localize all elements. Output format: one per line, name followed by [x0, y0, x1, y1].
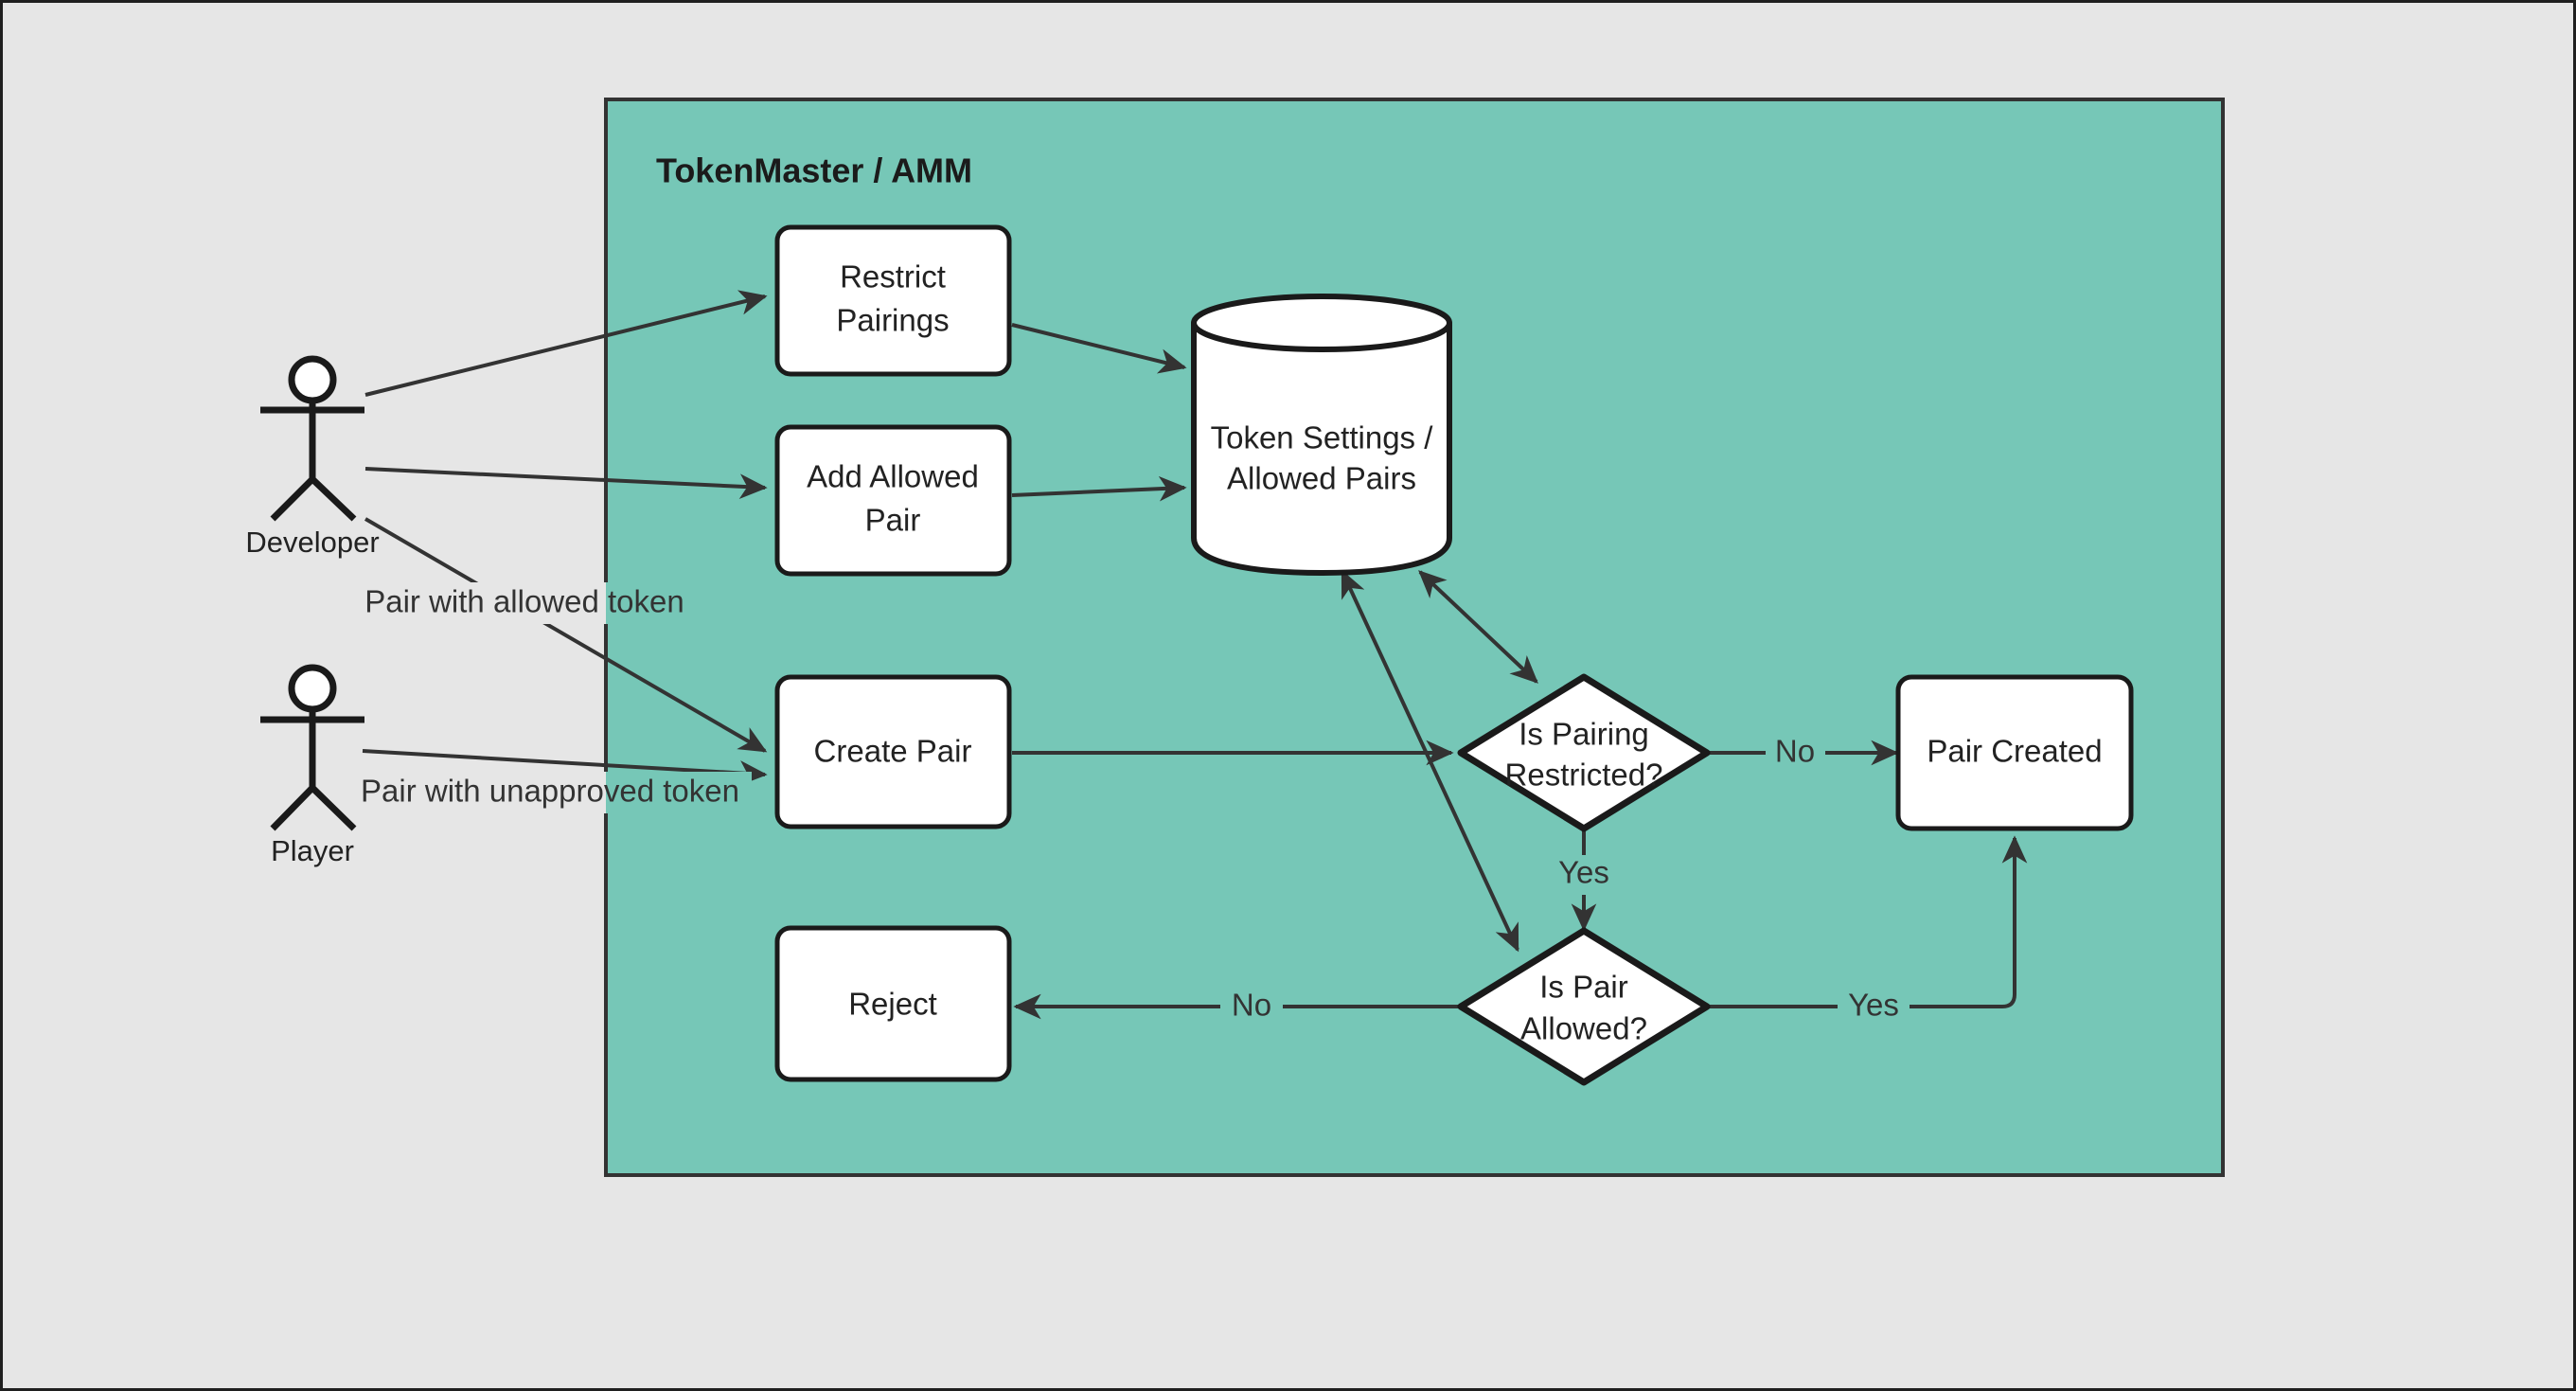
edge-add-allowed-pair-to-db [1011, 475, 1187, 502]
edge-developer-to-create-pair [364, 517, 768, 753]
edge-player-to-create-pair [362, 749, 768, 786]
edge-developer-to-restrict-pairings [364, 290, 768, 397]
add-allowed-pair-box [774, 424, 1012, 577]
node-restrict-pairings[interactable]: Restrict Pairings [774, 224, 1012, 377]
db-top-ellipse-icon [1191, 294, 1452, 352]
db-label-line1: Token Settings / [1211, 420, 1434, 455]
is-pairing-restricted-label-line2: Restricted? [1505, 758, 1663, 793]
actor-label-player: Player [271, 834, 354, 867]
restrict-pairings-box [774, 224, 1012, 377]
is-pairing-restricted-diamond [1457, 673, 1711, 832]
db-body-icon [1191, 320, 1452, 576]
is-pair-allowed-label-line1: Is Pair [1539, 970, 1628, 1005]
reject-box [774, 925, 1012, 1082]
reject-label: Reject [848, 987, 937, 1022]
edge-is-pair-allowed-yes-tail [1910, 835, 2028, 1008]
edge-label-backing-allowed-teal [606, 582, 694, 624]
actor-player[interactable]: Player [260, 664, 364, 867]
pair-created-label: Pair Created [1927, 734, 2102, 769]
player-head-icon [288, 664, 337, 713]
edge-label-pair-with-unapproved-token: Pair with unapproved token [361, 774, 739, 809]
edge-label-no-bottom: No [1232, 988, 1271, 1023]
add-allowed-pair-label-line1: Add Allowed [807, 459, 979, 494]
node-reject[interactable]: Reject [774, 925, 1012, 1082]
node-create-pair[interactable]: Create Pair [774, 674, 1012, 829]
node-is-pair-allowed[interactable]: Is Pair Allowed? [1457, 927, 1711, 1086]
flowchart-svg: TokenMaster / AMM No Yes No [245, 98, 2225, 1177]
edge-developer-to-add-allowed-pair [364, 467, 768, 500]
db-label-line2: Allowed Pairs [1227, 461, 1416, 496]
restrict-pairings-label-line2: Pairings [836, 303, 949, 338]
add-allowed-pair-label-line2: Pair [865, 503, 921, 538]
player-legs-icon [270, 783, 357, 831]
node-is-pairing-restricted[interactable]: Is Pairing Restricted? [1457, 673, 1711, 832]
actor-label-developer: Developer [245, 526, 379, 559]
edge-label-yes-middle: Yes [1558, 855, 1609, 890]
actor-developer[interactable]: Developer [245, 355, 380, 559]
developer-head-icon [288, 355, 337, 404]
create-pair-label: Create Pair [814, 734, 972, 769]
is-pair-allowed-label-line2: Allowed? [1520, 1011, 1647, 1046]
edge-label-no-top: No [1775, 734, 1815, 769]
restrict-pairings-label-line1: Restrict [840, 259, 946, 294]
is-pairing-restricted-label-line1: Is Pairing [1519, 717, 1649, 752]
edge-restrict-pairings-to-db [1011, 323, 1187, 374]
pair-created-box [1895, 674, 2134, 831]
developer-legs-icon [270, 474, 357, 522]
node-add-allowed-pair[interactable]: Add Allowed Pair [774, 424, 1012, 577]
node-pair-created[interactable]: Pair Created [1895, 674, 2134, 831]
node-token-settings-db[interactable]: Token Settings / Allowed Pairs [1191, 294, 1452, 576]
edge-label-pair-with-allowed-token: Pair with allowed token [364, 584, 684, 619]
create-pair-box [774, 674, 1012, 829]
is-pair-allowed-diamond [1457, 927, 1711, 1086]
edge-label-yes-bottom: Yes [1848, 988, 1899, 1023]
edge-db-to-is-pair-allowed [1341, 569, 1519, 953]
subgraph-title: TokenMaster / AMM [656, 152, 972, 190]
edge-label-backing-unapproved-teal [606, 772, 752, 813]
